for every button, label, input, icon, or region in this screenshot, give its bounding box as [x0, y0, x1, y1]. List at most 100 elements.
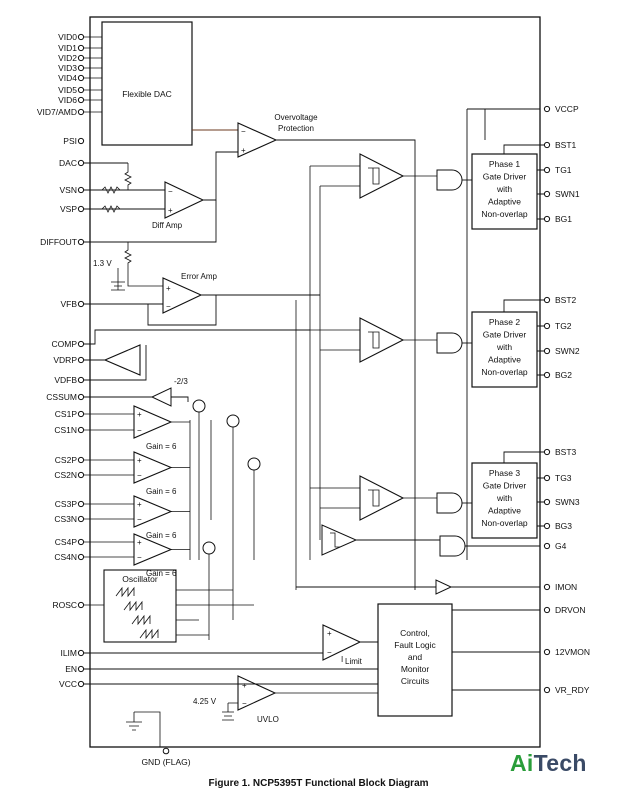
gain-label: Gain = 6 — [146, 442, 177, 451]
pin-label: CS2N — [54, 470, 77, 480]
dac-label: Flexible DAC — [122, 89, 172, 99]
pin-label: DIFFOUT — [40, 237, 77, 247]
svg-text:−: − — [137, 471, 142, 480]
droop-amp — [84, 329, 310, 381]
figure-caption: Figure 1. NCP5395T Functional Block Diag… — [208, 778, 429, 789]
pin-label: VID2 — [58, 53, 77, 63]
pin-cssum: CSSUM — [46, 392, 85, 402]
pin-vid7-amd: VID7/AMD — [37, 107, 102, 117]
pin-ilim: ILIM — [60, 648, 85, 658]
svg-text:−: − — [241, 127, 246, 136]
pin-diffout: DIFFOUT — [40, 237, 85, 247]
pin-vid2: VID2 — [58, 53, 102, 63]
vccp-rail — [466, 108, 540, 560]
pin-vcc: VCC — [59, 679, 85, 689]
pin-label: BG1 — [555, 214, 572, 224]
diff-amp: − + Diff Amp — [84, 151, 238, 243]
pin-vdrp: VDRP — [53, 355, 85, 365]
pin-label: VCCP — [555, 104, 579, 114]
pin-label: CS4N — [54, 552, 77, 562]
pin-label: SWN3 — [555, 497, 580, 507]
pin-drvon: DRVON — [543, 605, 586, 615]
pin-g4: G4 — [543, 541, 567, 551]
ilimit-label: I — [341, 655, 343, 664]
pin-label: G4 — [555, 541, 567, 551]
ref-4v25-label: 4.25 V — [193, 697, 217, 706]
pin-cs3p: CS3P — [55, 499, 85, 509]
overvoltage-label-2: Protection — [278, 124, 314, 133]
cs-amp-2: +−Gain = 6 — [84, 451, 190, 496]
pin-vsn: VSN — [60, 185, 85, 195]
chip-outline — [89, 16, 541, 748]
pin-label: VR_RDY — [555, 685, 590, 695]
driver-line: Gate Driver — [483, 172, 527, 182]
pin-bg2: BG2 — [543, 370, 572, 380]
svg-text:−: − — [168, 187, 173, 196]
oscillator-label: Oscillator — [122, 574, 158, 584]
pin-vid4: VID4 — [58, 73, 102, 83]
pin-rosc: ROSC — [52, 600, 85, 610]
uvlo-comparator: + − UVLO 4.25 V — [193, 675, 378, 724]
pin-label: DRVON — [555, 605, 586, 615]
driver-line: Phase 1 — [489, 159, 520, 169]
pin-label: BG2 — [555, 370, 572, 380]
pin-vid1: VID1 — [58, 43, 102, 53]
error-amp-label: Error Amp — [181, 272, 218, 281]
diff-amp-label: Diff Amp — [152, 221, 183, 230]
svg-text:+: + — [242, 681, 247, 690]
pin-vdfb: VDFB — [54, 375, 85, 385]
cssum-amp: -2/3 — [84, 377, 189, 407]
driver-line: with — [496, 493, 512, 503]
error-amp: + − Error Amp 1.3 V — [84, 242, 320, 326]
pin-label: DAC — [59, 158, 77, 168]
gnd-pin-label: GND (FLAG) — [141, 757, 190, 767]
control-block: Control, Fault Logic and Monitor Circuit… — [84, 603, 540, 717]
pin-label: VDRP — [53, 355, 77, 365]
driver-line: Adaptive — [488, 355, 521, 365]
pin-swn1: SWN1 — [543, 189, 580, 199]
driver-line: with — [496, 184, 512, 194]
pin-swn3: SWN3 — [543, 497, 580, 507]
pin-label: SWN2 — [555, 346, 580, 356]
pin-label: BST2 — [555, 295, 577, 305]
ground-symbol: GND (FLAG) — [126, 711, 191, 767]
current-sense-amps: +−Gain = 6+−Gain = 6+−Gain = 6+−Gain = 6 — [84, 405, 190, 578]
pin-label: ROSC — [52, 600, 77, 610]
control-line-1: Control, — [400, 628, 430, 638]
cs-amp-1: +−Gain = 6 — [84, 405, 190, 451]
pin-label: SWN1 — [555, 189, 580, 199]
pwm-comparators — [295, 153, 472, 590]
pin-bst1: BST1 — [543, 140, 577, 150]
pin-label: CS4P — [55, 537, 78, 547]
pin-label: TG2 — [555, 321, 572, 331]
gain-label: Gain = 6 — [146, 531, 177, 540]
pin-vccp: VCCP — [543, 104, 579, 114]
g4-and-imon — [296, 524, 540, 595]
pin-tg1: TG1 — [543, 165, 572, 175]
control-line-5: Circuits — [401, 676, 429, 686]
pin-tg3: TG3 — [543, 473, 572, 483]
driver-line: Adaptive — [488, 506, 521, 516]
pin-label: CS3N — [54, 514, 77, 524]
pin-vid5: VID5 — [58, 85, 102, 95]
oscillator-block: Oscillator — [84, 569, 254, 643]
pin-label: VID5 — [58, 85, 77, 95]
pin-vsp: VSP — [60, 204, 85, 214]
pin-dac: DAC — [59, 158, 85, 168]
pin-label: VID1 — [58, 43, 77, 53]
pin-vid6: VID6 — [58, 95, 102, 105]
driver-line: Adaptive — [488, 197, 521, 207]
pin-label: BG3 — [555, 521, 572, 531]
ilimit-comparator: + − I Limit — [84, 624, 378, 666]
pin-label: BST1 — [555, 140, 577, 150]
pin-label: CS1N — [54, 425, 77, 435]
pin-cs1p: CS1P — [55, 409, 85, 419]
pin-label: EN — [65, 664, 77, 674]
driver-line: Gate Driver — [483, 481, 527, 491]
pin-comp: COMP — [52, 339, 85, 349]
pin-label: VID6 — [58, 95, 77, 105]
control-line-4: Monitor — [401, 664, 430, 674]
pin-bg1: BG1 — [543, 214, 572, 224]
pin-bg3: BG3 — [543, 521, 572, 531]
